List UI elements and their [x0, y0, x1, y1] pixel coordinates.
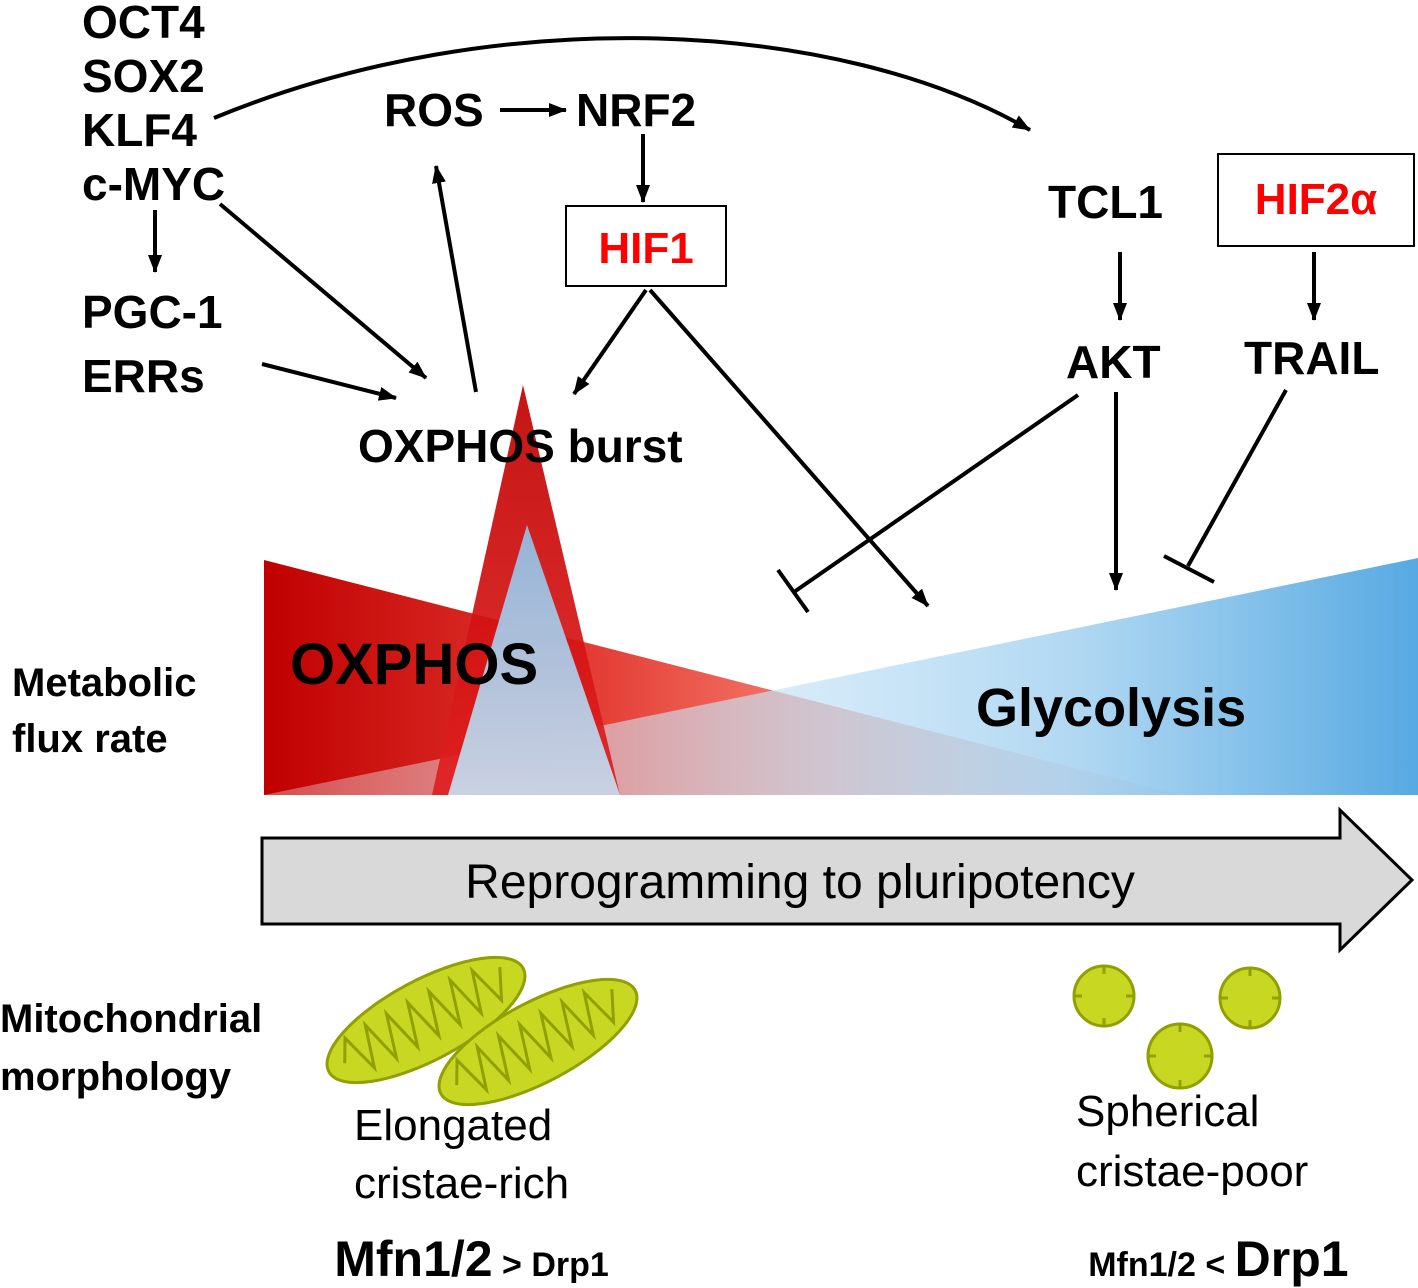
oxphos-label: OXPHOS — [290, 632, 538, 697]
flux-graphic — [264, 385, 1418, 795]
trail-label: TRAIL — [1244, 332, 1379, 384]
pgc1-label: PGC-1 — [82, 286, 223, 338]
hif1-box — [565, 205, 727, 287]
metabolic-axis-label-2: flux rate — [12, 717, 168, 761]
spherical-mitochondrion-2 — [1218, 966, 1282, 1030]
glycolysis-label: Glycolysis — [976, 678, 1246, 738]
hif2a-box — [1217, 153, 1415, 247]
elongated-desc-1: Elongated — [354, 1101, 552, 1150]
spherical-desc-2: cristae-poor — [1076, 1147, 1308, 1196]
morphology-label-1: Mitochondrial — [0, 997, 262, 1041]
arrow-oxphos-to-ros — [432, 165, 478, 393]
inhibit-trail-line — [1186, 389, 1288, 567]
arrows — [148, 36, 1321, 614]
right-ratio: Mfn1/2 < Drp1 — [1066, 1231, 1362, 1287]
inhibit-akt-line — [792, 393, 1080, 594]
inhibit-trail-bar — [1163, 554, 1215, 584]
spherical-mitochondria — [1072, 964, 1282, 1090]
spherical-mitochondrion-1 — [1072, 964, 1136, 1028]
morphology-label-2: morphology — [0, 1055, 232, 1099]
sox2-label: SOX2 — [82, 50, 205, 102]
errs-label: ERRs — [82, 350, 205, 402]
ros-label: ROS — [384, 84, 484, 136]
spherical-desc-1: Spherical — [1076, 1087, 1259, 1136]
right-ratio-mfn: Mfn1/2 < — [1088, 1246, 1234, 1284]
cmyc-label: c-MYC — [82, 158, 225, 210]
reprogramming-arrow — [260, 806, 1415, 954]
metabolic-axis-label-1: Metabolic — [12, 661, 196, 705]
reprogramming-label: Reprogramming to pluripotency — [465, 856, 1135, 909]
hif2a-label: HIF2α — [1255, 175, 1377, 224]
arrow-factors-to-tcl1 — [213, 36, 1032, 132]
arrow-cmyc-to-oxphos — [218, 202, 428, 380]
nrf2-label: NRF2 — [576, 84, 696, 136]
arrow-hif1-to-glycolysis — [648, 288, 930, 608]
elongated-mitochondria — [325, 955, 639, 1107]
akt-label: AKT — [1066, 336, 1161, 388]
inhibit-akt-bar — [776, 568, 810, 614]
oxphos-burst-spike-inner — [448, 525, 620, 795]
arrow-hif1-to-oxphos — [572, 288, 648, 396]
oct4-label: OCT4 — [82, 0, 205, 48]
left-ratio-mfn: Mfn1/2 — [334, 1231, 492, 1287]
oxphos-burst-label: OXPHOS burst — [358, 420, 683, 472]
klf4-label: KLF4 — [82, 104, 197, 156]
hif1-label: HIF1 — [598, 224, 693, 273]
elongated-desc-2: cristae-rich — [354, 1159, 569, 1208]
tcl1-label: TCL1 — [1048, 176, 1163, 228]
spherical-mitochondrion-3 — [1146, 1022, 1214, 1090]
arrow-errs-to-oxphos — [261, 362, 397, 401]
left-ratio-drp: > Drp1 — [493, 1246, 609, 1284]
right-ratio-drp: Drp1 — [1235, 1231, 1349, 1287]
left-ratio: Mfn1/2 > Drp1 — [312, 1231, 622, 1287]
